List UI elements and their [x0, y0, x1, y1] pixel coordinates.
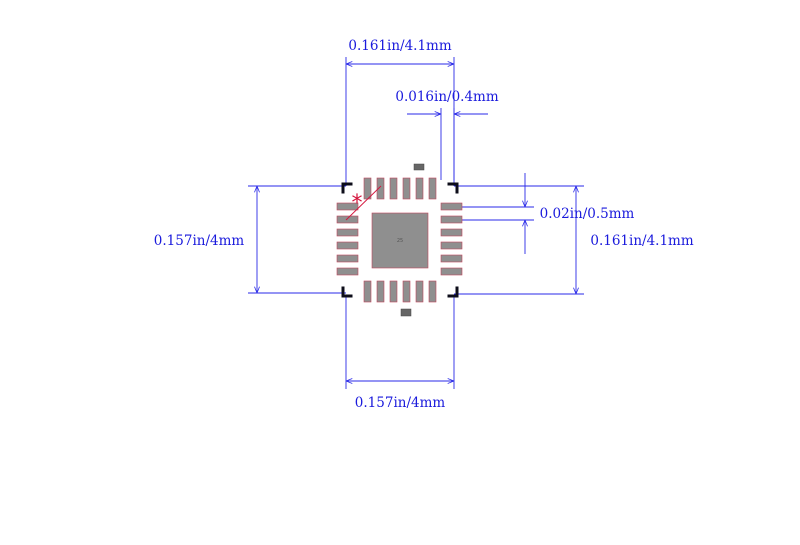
pad-left-1	[336, 202, 359, 211]
dim-label-pin-width: 0.016in/0.4mm	[395, 89, 498, 105]
pad-bottom-6	[428, 280, 437, 303]
pad-top-6	[428, 177, 437, 200]
center-pad-label: 25	[397, 238, 403, 244]
corner-bottom-right	[447, 286, 459, 298]
pad-right-4	[440, 241, 463, 250]
dim-label-left-height: 0.157in/4mm	[154, 233, 245, 249]
pad-top-1	[363, 177, 372, 200]
pin1-diagonal	[345, 185, 382, 221]
pad-bottom-1	[363, 280, 372, 303]
pad-left-4	[336, 241, 359, 250]
pad-bottom-3	[389, 280, 398, 303]
pad-top-3	[389, 177, 398, 200]
pad-right-2	[440, 215, 463, 224]
pad-top-4	[402, 177, 411, 200]
pad-right-6	[440, 267, 463, 276]
pad-left-6	[336, 267, 359, 276]
corner-bottom-left	[341, 286, 353, 298]
package-outline-corners	[341, 182, 459, 298]
pad-left-3	[336, 228, 359, 237]
pin1-marker: *	[352, 191, 363, 216]
center-pad	[371, 212, 429, 269]
dim-label-pitch: 0.02in/0.5mm	[540, 206, 635, 222]
corner-top-right	[447, 182, 459, 194]
dimension-lines	[248, 57, 584, 389]
dim-label-right-height: 0.161in/4.1mm	[590, 233, 693, 249]
top-marker	[413, 163, 425, 171]
pad-bottom-5	[415, 280, 424, 303]
pad-left-5	[336, 254, 359, 263]
pad-left-2	[336, 215, 359, 224]
pad-bottom-4	[402, 280, 411, 303]
pad-top-2	[376, 177, 385, 200]
dim-label-bottom-width: 0.157in/4mm	[355, 395, 446, 411]
bottom-marker	[400, 308, 412, 317]
pads	[336, 177, 463, 303]
pad-bottom-2	[376, 280, 385, 303]
pad-right-3	[440, 228, 463, 237]
dim-label-top-width: 0.161in/4.1mm	[348, 38, 451, 54]
corner-top-left	[341, 182, 353, 194]
pad-top-5	[415, 177, 424, 200]
pad-right-1	[440, 202, 463, 211]
pad-right-5	[440, 254, 463, 263]
